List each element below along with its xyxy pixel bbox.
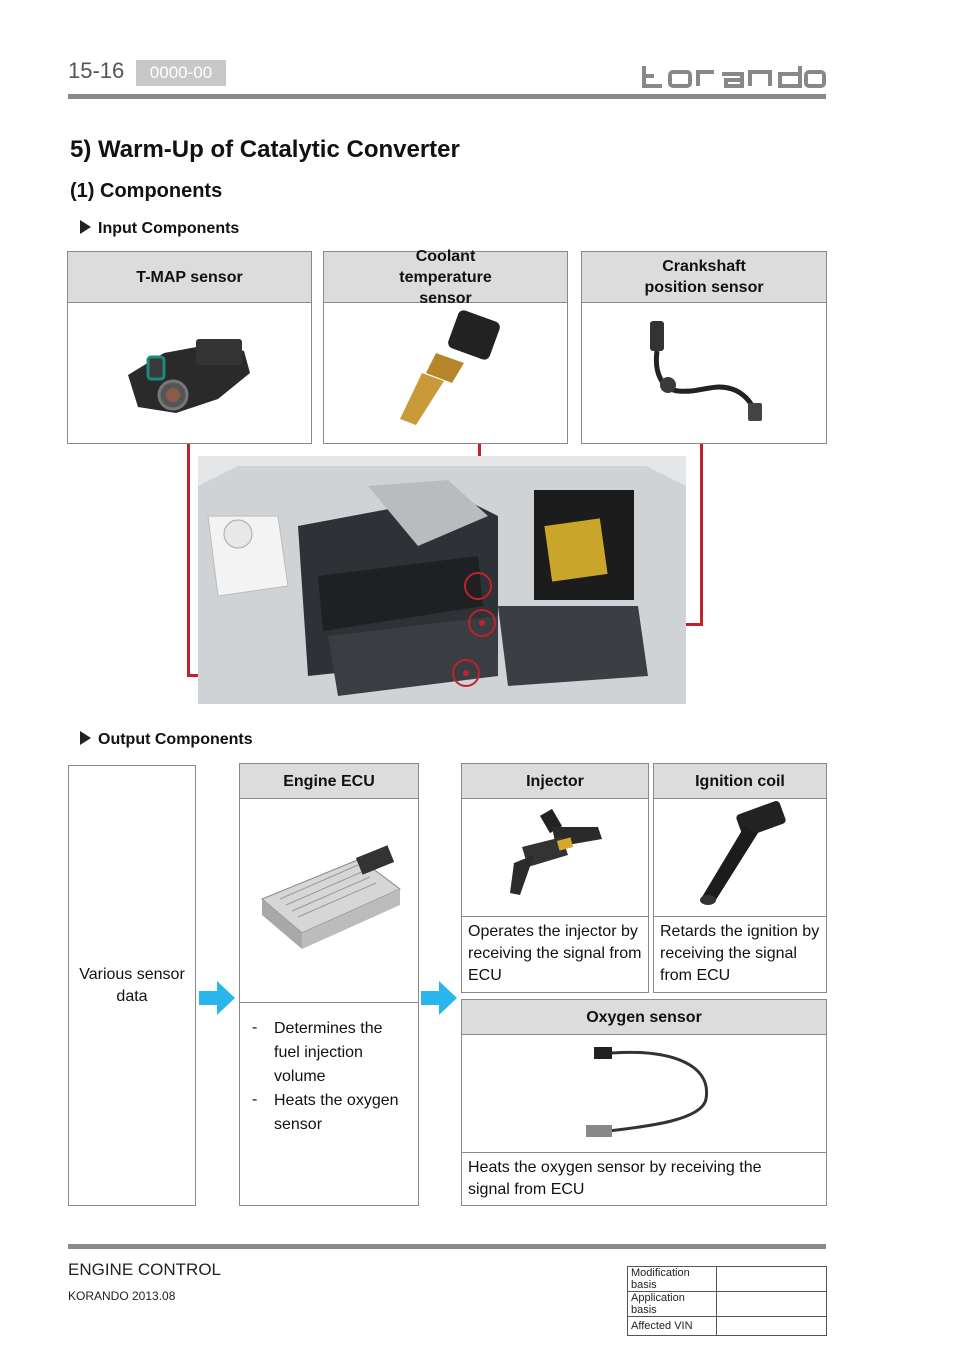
ignition-coil-box: Ignition coil Retards the ignition by re… (653, 763, 827, 993)
header-rule (68, 94, 826, 99)
ignition-coil-label: Ignition coil (654, 764, 826, 799)
input-box-tmap: T-MAP sensor (67, 251, 312, 444)
ignition-coil-image (654, 800, 826, 917)
input-label: Coolant temperature sensor (324, 248, 567, 307)
input-box-crankshaft: Crankshaft position sensor (581, 251, 827, 444)
footer-section: ENGINE CONTROL (68, 1260, 222, 1279)
triangle-bullet-icon (80, 731, 91, 745)
footer-rule (68, 1244, 826, 1249)
table-row: Application basis (627, 1291, 827, 1317)
injector-image (462, 808, 648, 917)
sensor-data-box: Various sensor data (68, 765, 196, 1206)
callout-line (187, 444, 190, 677)
ecu-function-item: - Determines the fuel injection volume (252, 1019, 383, 1085)
tmap-sensor-image (128, 339, 250, 413)
engine-bay-photo (198, 456, 686, 704)
engine-ecu-image (240, 845, 418, 1003)
input-label: T-MAP sensor (68, 252, 311, 303)
page-number: 15-16 (68, 58, 125, 83)
injector-desc: Operates the injector by receiving the s… (468, 923, 642, 984)
injector-box: Injector Operates the injector by receiv… (461, 763, 649, 993)
arrow-right-icon (421, 981, 457, 1015)
engine-ecu-label: Engine ECU (240, 764, 418, 799)
table-row: Affected VIN (627, 1316, 827, 1336)
sensor-data-label: Various sensor data (79, 965, 185, 1005)
callout-line (700, 444, 703, 626)
korando-logo (642, 66, 826, 88)
oxygen-sensor-desc: Heats the oxygen sensor by receiving the… (468, 1159, 762, 1198)
oxygen-sensor-box: Oxygen sensor Heats the oxygen sensor by… (461, 999, 827, 1206)
code-badge: 0000-00 (136, 60, 226, 86)
arrow-right-icon (199, 981, 235, 1015)
input-box-coolant: Coolant temperature sensor (323, 248, 568, 444)
injector-label: Injector (462, 764, 648, 799)
input-label: Crankshaft position sensor (582, 252, 826, 303)
subsection-title: (1) Components (70, 180, 223, 202)
revision-table: Modification basis Application basis Aff… (627, 1266, 827, 1336)
ecu-functions: - Determines the fuel injection volume -… (240, 1003, 418, 1137)
footer-model: KORANDO 2013.08 (68, 1289, 176, 1303)
oxygen-sensor-label: Oxygen sensor (462, 1000, 826, 1035)
coolant-sensor-image (400, 310, 500, 425)
engine-ecu-box: Engine ECU - Determines the fuel injecti… (239, 763, 419, 1206)
output-heading: Output Components (80, 731, 253, 749)
triangle-bullet-icon (80, 220, 91, 234)
table-row: Modification basis (627, 1266, 827, 1292)
crankshaft-sensor-image (650, 321, 762, 421)
section-title: 5) Warm-Up of Catalytic Converter (70, 136, 460, 163)
ignition-coil-desc: Retards the ignition by receiving the si… (660, 923, 820, 984)
oxygen-sensor-image (462, 1047, 826, 1153)
ecu-function-item: - Heats the oxygen sensor (252, 1091, 399, 1133)
input-heading: Input Components (80, 220, 239, 238)
